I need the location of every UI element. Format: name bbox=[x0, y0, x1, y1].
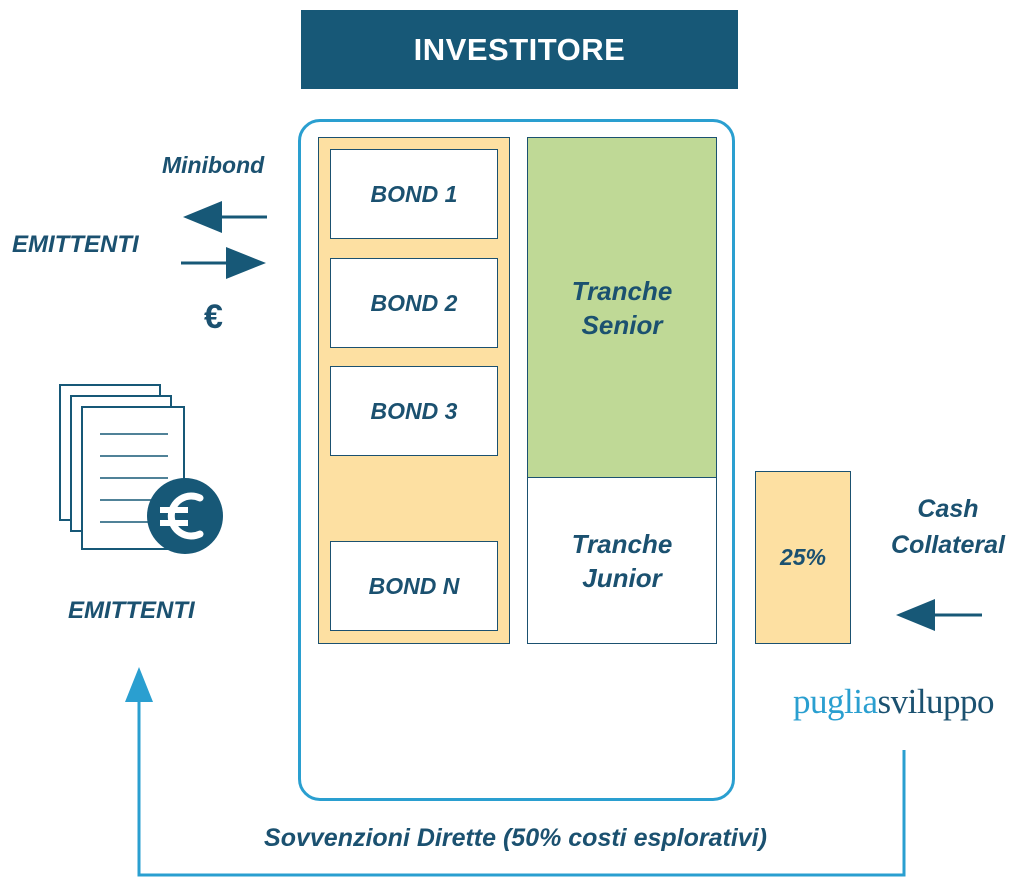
bond-3: BOND 3 bbox=[330, 366, 498, 456]
cash-collateral-label: Cash Collateral bbox=[868, 491, 1028, 563]
emittenti-bottom-label: EMITTENTI bbox=[68, 597, 195, 624]
logo-part-puglia: puglia bbox=[793, 682, 878, 721]
arrow-right-icon bbox=[181, 247, 266, 279]
tranche-junior-label: Tranche Junior bbox=[571, 528, 673, 593]
subsidy-connector bbox=[125, 667, 906, 877]
sovvenzioni-label: Sovvenzioni Dirette (50% costi esplorati… bbox=[264, 824, 767, 852]
arrow-left-icon bbox=[183, 201, 267, 233]
investitore-header: INVESTITORE bbox=[301, 10, 738, 89]
bond-n: BOND N bbox=[330, 541, 498, 631]
investor-frame bbox=[298, 119, 735, 801]
cash-label-line2: Collateral bbox=[891, 531, 1005, 559]
collateral-percent: 25% bbox=[779, 544, 827, 570]
logo-part-sviluppo: sviluppo bbox=[877, 682, 995, 721]
documents-icon bbox=[59, 384, 185, 550]
bond-1: BOND 1 bbox=[330, 149, 498, 239]
euro-symbol: € bbox=[204, 298, 223, 336]
arrow-up-icon bbox=[125, 667, 153, 702]
collateral-box: 25% bbox=[755, 471, 851, 644]
bond-2: BOND 2 bbox=[330, 258, 498, 348]
minibond-label: Minibond bbox=[162, 152, 265, 178]
pugliasviluppo-logo: pugliasviluppo bbox=[793, 682, 995, 722]
arrow-left-collateral-icon bbox=[896, 599, 982, 631]
tranche-senior: Tranche Senior bbox=[527, 137, 717, 478]
tranche-junior: Tranche Junior bbox=[527, 477, 717, 644]
emittenti-top-label: EMITTENTI bbox=[12, 231, 139, 258]
euro-coin-icon bbox=[147, 478, 223, 554]
tranche-senior-label: Tranche Senior bbox=[571, 275, 673, 340]
cash-label-line1: Cash bbox=[917, 495, 979, 523]
header-title: INVESTITORE bbox=[413, 31, 626, 67]
